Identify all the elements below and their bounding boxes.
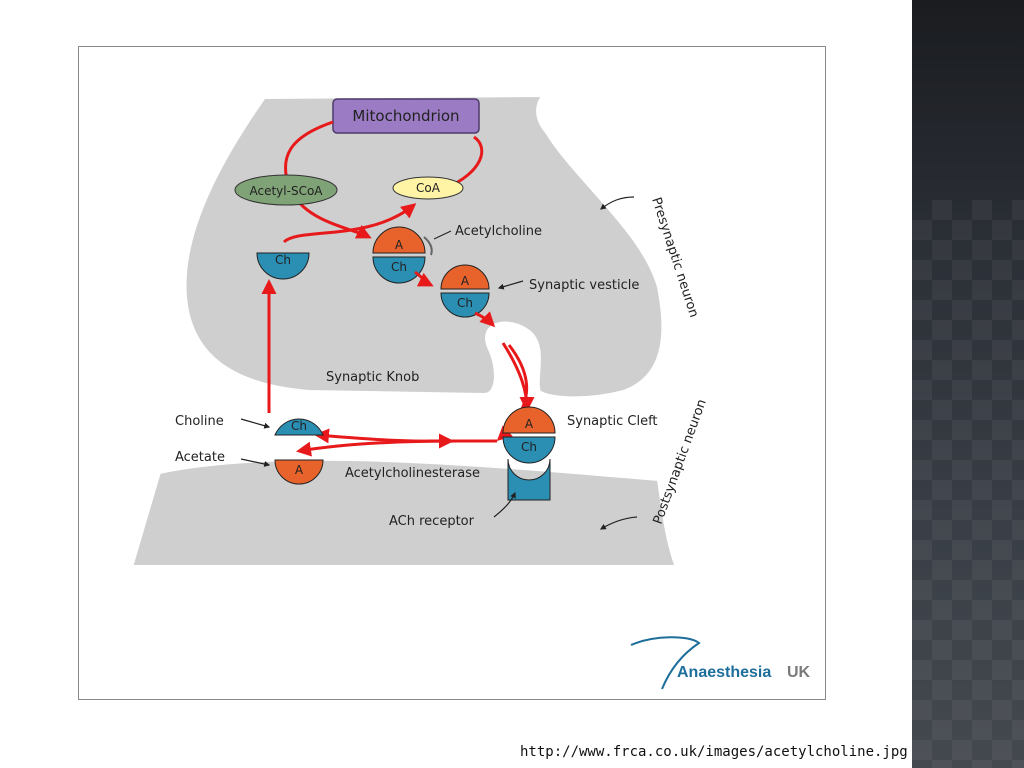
vesicle-ch-half [440, 292, 490, 318]
presynaptic-pointer [600, 196, 635, 210]
acetate-label: Acetate [175, 450, 225, 465]
acetylcholine-label: Acetylcholine [455, 224, 542, 239]
acetylcholinesterase-label: Acetylcholinesterase [345, 466, 480, 481]
mitochondrion-box [332, 98, 480, 134]
vesicle-a-half [440, 264, 490, 290]
ach-receptor-shape [507, 458, 551, 501]
choline-cleft-glyph [274, 418, 324, 436]
bound-ach-a-text: A [525, 417, 534, 431]
source-url: http://www.frca.co.uk/images/acetylcholi… [520, 744, 908, 760]
acetylcholine-label-line [433, 230, 452, 240]
vesicle-pointer [497, 280, 524, 290]
synaptic-vesicle-label: Synaptic vesticle [529, 278, 639, 293]
synaptic-cleft-label: Synaptic Cleft [567, 414, 658, 429]
hydrolysis-arrow-to-acetate [296, 439, 497, 457]
coa-ellipse [392, 176, 464, 200]
acetylcholine-a-half [372, 226, 426, 254]
logo-name-main: Anaesthesia [677, 664, 771, 681]
postsynaptic-pointer [599, 516, 638, 530]
ach-receptor-pointer [493, 491, 516, 518]
vesicle-to-release-arrow [474, 311, 496, 328]
postsynaptic-neuron-label: Postsynaptic neuron [651, 397, 710, 526]
bound-ach-a-half [502, 406, 556, 434]
vesicle-a-text: A [461, 274, 470, 288]
acetyl-scoa-label: Acetyl-SCoA [250, 184, 324, 198]
logo-swoosh-icon [630, 636, 701, 690]
choline-cleft-text: Ch [291, 419, 307, 433]
choline-knob-glyph [256, 252, 310, 280]
anaesthesia-uk-logo: Anaesthesia UK [630, 636, 811, 690]
figure-frame: Mitochondrion Acetyl-SCoA CoA Ch A Ch Ac… [78, 46, 826, 700]
decorative-side-strip [912, 0, 1024, 768]
acetate-cleft-glyph [274, 459, 324, 485]
synaptic-knob-label: Synaptic Knob [326, 370, 419, 385]
release-arrow-1 [501, 342, 535, 412]
acetylcholine-a-text: A [395, 238, 404, 252]
acetyl-scoa-ellipse [234, 174, 338, 206]
bound-ach-ch-text: Ch [521, 440, 537, 454]
mitochondrion-label: Mitochondrion [352, 107, 459, 125]
choline-knob-text: Ch [275, 253, 291, 267]
ach-to-vesicle-arrow [414, 270, 434, 287]
diamond-pattern [912, 200, 1024, 768]
acetate-cleft-text: A [295, 463, 304, 477]
choline-to-coa-arrow [282, 203, 417, 244]
ach-receptor-label: ACh receptor [389, 514, 475, 529]
acetylcholine-ch-text: Ch [391, 260, 407, 274]
choline-label: Choline [175, 414, 224, 429]
logo-name-suffix: UK [787, 664, 811, 681]
acetylcholine-ch-half [372, 256, 426, 284]
acetate-label-pointer [240, 458, 271, 467]
bound-ach-ch-half [502, 436, 556, 464]
coa-label: CoA [416, 181, 441, 195]
acetylcholine-pointer [423, 236, 433, 256]
choline-label-pointer [240, 418, 271, 429]
vesicle-ch-text: Ch [457, 296, 473, 310]
synapse-diagram: Mitochondrion Acetyl-SCoA CoA Ch A Ch Ac… [128, 92, 811, 690]
